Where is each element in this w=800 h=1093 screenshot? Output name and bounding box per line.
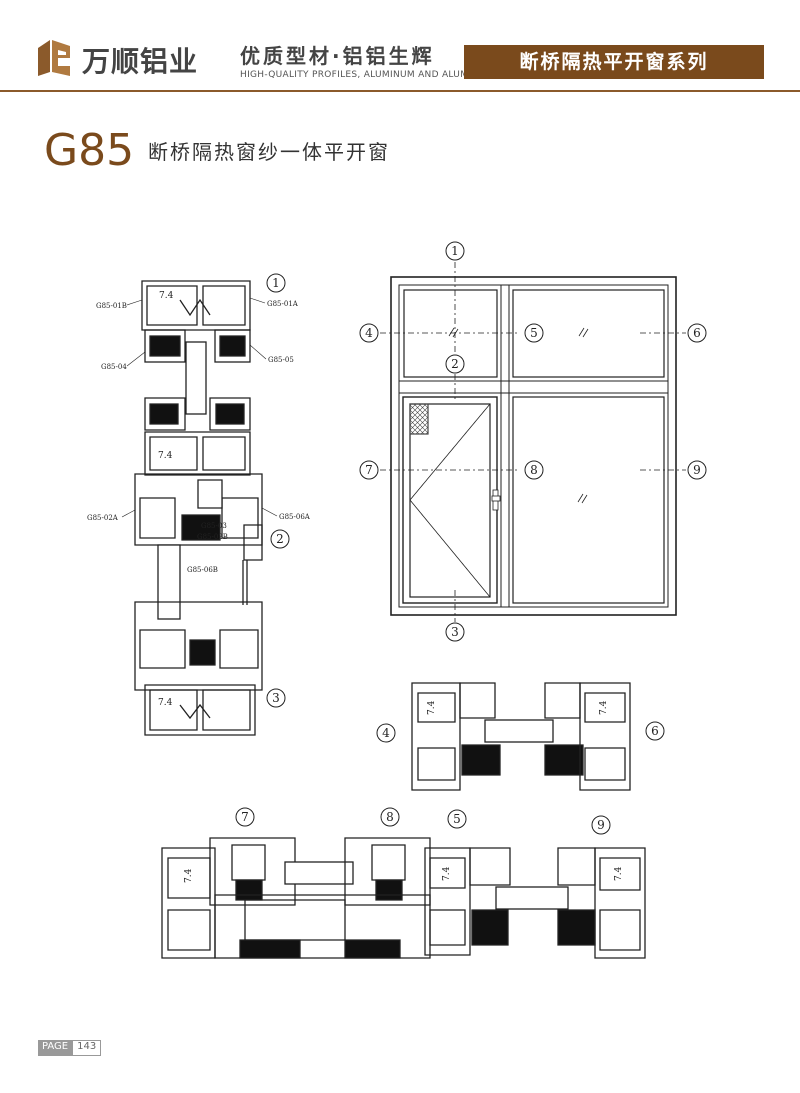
model-number: G85 [44, 125, 135, 176]
page-header: 万顺铝业 优质型材·铝铝生辉 HIGH-QUALITY PROFILES, AL… [0, 0, 800, 92]
svg-text:2: 2 [276, 532, 284, 546]
svg-text:7: 7 [241, 810, 249, 824]
part-label-g85-01a: G85-01A [267, 300, 299, 308]
dimension-label: 7.4 [159, 291, 174, 301]
series-title: 断桥隔热平开窗系列 [464, 45, 764, 79]
section-marker-3: 3 [445, 622, 465, 642]
section-marker-8: 8 [524, 460, 544, 480]
section-marker-2: 2 [270, 529, 290, 549]
svg-text:6: 6 [693, 326, 701, 340]
section-4-6 [411, 682, 631, 791]
section-marker-6: 6 [687, 323, 707, 343]
part-label-g85-05: G85-05 [268, 356, 294, 364]
section-marker-5: 5 [524, 323, 544, 343]
dimension-label: 7.4 [614, 866, 624, 881]
part-label-g85-02b: G85-02B [197, 533, 228, 541]
section-5-9 [424, 847, 646, 959]
dimension-label: 7.4 [599, 700, 609, 715]
vertical-section-labels: 7.4 7.4 7.4 G85-01B G85-01A G85-04 G85-0… [87, 291, 311, 708]
part-label-g85-06b: G85-06B [187, 566, 218, 574]
page-number: PAGE 143 [38, 1040, 102, 1056]
svg-text:3: 3 [451, 625, 459, 639]
svg-text:3: 3 [272, 691, 280, 705]
section-marker-7: 7 [359, 460, 379, 480]
dimension-label: 7.4 [427, 700, 437, 715]
brand-name: 万顺铝业 [82, 45, 199, 78]
part-label-g85-01b: G85-01B [96, 302, 127, 310]
section-markers: 1 2 3 1 2 3 4 5 6 7 8 9 4 6 7 8 5 9 [235, 241, 707, 835]
dimension-label: 7.4 [184, 868, 194, 883]
svg-text:9: 9 [597, 818, 605, 832]
section-marker-3: 3 [266, 688, 286, 708]
dimension-label: 7.4 [442, 866, 452, 881]
window-elevation [380, 262, 686, 622]
brand-logo-icon [38, 40, 70, 76]
part-label-g85-03: G85-03 [201, 522, 227, 530]
section-marker-4: 4 [376, 723, 396, 743]
section-marker-1: 1 [445, 241, 465, 261]
svg-text:6: 6 [651, 724, 659, 738]
product-name: 断桥隔热窗纱一体平开窗 [148, 140, 390, 164]
part-label-g85-02a: G85-02A [87, 514, 119, 522]
dimension-label: 7.4 [158, 698, 173, 708]
slogan-english: HIGH-QUALITY PROFILES, ALUMINUM AND ALUM… [240, 70, 494, 80]
svg-text:8: 8 [386, 810, 394, 824]
svg-text:4: 4 [365, 326, 373, 340]
section-marker-9: 9 [687, 460, 707, 480]
svg-text:5: 5 [530, 326, 538, 340]
svg-text:9: 9 [693, 463, 701, 477]
part-label-g85-06a: G85-06A [279, 513, 311, 521]
svg-text:2: 2 [451, 357, 459, 371]
header-divider [0, 90, 800, 92]
section-marker-2: 2 [445, 354, 465, 374]
svg-text:4: 4 [382, 726, 390, 740]
section-marker-5: 5 [447, 809, 467, 829]
section-marker-6: 6 [645, 721, 665, 741]
vertical-section [134, 280, 263, 736]
svg-text:7: 7 [365, 463, 373, 477]
section-7-8 [161, 837, 431, 959]
svg-text:1: 1 [451, 244, 459, 258]
section-marker-7: 7 [235, 807, 255, 827]
page-number-value: 143 [72, 1040, 102, 1056]
svg-text:8: 8 [530, 463, 538, 477]
section-marker-8: 8 [380, 807, 400, 827]
part-label-g85-04: G85-04 [101, 363, 127, 371]
section-marker-9: 9 [591, 815, 611, 835]
slogan: 优质型材·铝铝生辉 [240, 44, 435, 68]
section-marker-1: 1 [266, 273, 286, 293]
section-marker-4: 4 [359, 323, 379, 343]
page-label: PAGE [38, 1040, 73, 1056]
svg-text:5: 5 [453, 812, 461, 826]
dimension-label: 7.4 [158, 451, 173, 461]
svg-text:1: 1 [272, 276, 280, 290]
leader-lines [121, 297, 278, 518]
